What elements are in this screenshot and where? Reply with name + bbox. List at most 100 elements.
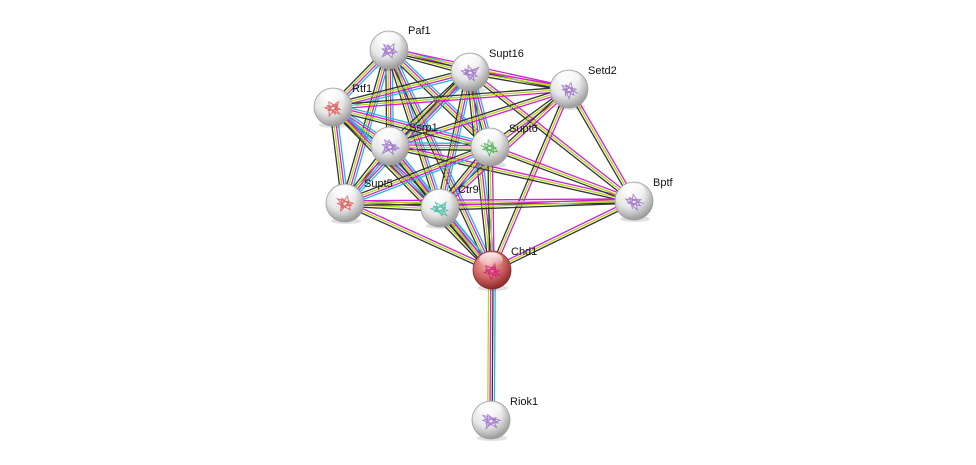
protein-structure-icon [323,100,342,118]
node-highlight [427,190,451,205]
protein-structure-icon [460,64,480,82]
node-label: Supt6 [509,123,538,135]
edge-line-coexpression [466,72,490,271]
node-rtf1[interactable]: Rtf1 [313,83,372,128]
edge-line-textmining [489,146,635,202]
node-label: Chd1 [511,246,537,258]
node-bptf[interactable]: Bptf [614,177,674,222]
edge-line-textmining [332,107,490,149]
edge-line-coexpression [492,202,636,273]
node-setd2[interactable]: Setd2 [549,65,617,110]
edge-ssrp1-bptf[interactable] [389,143,635,204]
edge-line-coexpression [343,204,492,273]
node-label: Supt16 [489,48,524,60]
node-label: Supt5 [364,178,393,190]
node-supt6[interactable]: Supt6 [470,123,538,168]
edge-line-coexpression [489,87,568,270]
node-highlight [621,183,645,198]
edge-line-database [345,149,492,207]
protein-structure-icon [624,192,644,212]
node-highlight [332,185,356,200]
edge-line-experiment [489,269,492,420]
edge-chd1-bptf[interactable] [490,198,636,273]
edge-setd2-bptf[interactable] [566,87,637,203]
edge-setd2-rtf1[interactable] [332,86,570,110]
edge-line-experiment [490,144,636,200]
node-label: Ctr9 [458,184,479,196]
edge-supt5-chd1[interactable] [343,200,494,273]
node-highlight [320,89,344,104]
edge-supt16-rtf1[interactable] [332,68,471,111]
edge-line-experiment [570,87,637,201]
edge-line-coexpression [440,202,635,211]
edge-line-database [333,74,471,111]
node-chd1[interactable]: Chd1 [472,246,537,291]
node-highlight [377,128,401,143]
edge-line-textmining [487,269,490,420]
edge-line-experiment [345,200,494,269]
protein-structure-icon [561,81,579,100]
edge-line-textmining [344,200,635,204]
edge-line-coexpression [332,86,569,106]
edge-line-textmining [332,88,570,108]
node-label: Ssrp1 [409,122,438,134]
edge-line-coexpression [566,89,633,203]
edge-line-textmining [389,145,635,202]
node-label: Paf1 [408,25,431,37]
edge-line-experiment [344,198,634,202]
node-supt5[interactable]: Supt5 [325,178,393,224]
edge-line-experiment [333,90,570,110]
node-highlight [457,54,481,69]
node-highlight [478,402,502,417]
edge-line-textmining [332,70,470,107]
node-highlight [376,32,400,47]
edge-line-experiment [390,90,570,149]
edge-line-database [334,104,495,269]
edge-supt6-supt5[interactable] [343,143,492,207]
node-ssrp1[interactable]: Ssrp1 [370,122,438,167]
edge-line-experiment [390,143,635,200]
edge-line-experiment [490,198,634,269]
edge-line-coexpression [389,86,569,145]
edges-layer [329,46,637,421]
edge-line-experiment [333,105,491,147]
edge-line-textmining [344,202,493,271]
node-label: Riok1 [510,396,538,408]
edge-supt6-bptf[interactable] [488,144,636,204]
edge-line-textmining [439,200,635,209]
node-label: Rtf1 [352,83,372,95]
node-highlight [479,252,503,267]
edge-chd1-riok1[interactable] [487,269,496,421]
edge-line-textmining [568,88,635,202]
protein-structure-icon [429,200,450,217]
edge-line-textmining [491,200,635,271]
edge-line-textmining [469,71,635,202]
edge-line-experiment [439,198,634,207]
edge-line-coexpression [341,48,387,203]
edge-ctr9-bptf[interactable] [439,198,635,211]
node-ctr9[interactable]: Ctr9 [420,184,479,229]
protein-structure-icon [480,138,499,158]
node-supt16[interactable]: Supt16 [450,48,524,93]
node-label: Bptf [653,177,674,189]
node-riok1[interactable]: Riok1 [471,396,538,441]
protein-structure-icon [481,413,502,430]
edge-setd2-ssrp1[interactable] [389,86,570,149]
edge-line-database [442,72,474,209]
edge-line-textmining [389,88,570,147]
edge-line-textmining [344,145,490,203]
edge-line-database [347,50,393,205]
edge-line-coexpression [343,143,490,201]
protein-structure-icon [482,262,503,281]
node-label: Setd2 [588,65,617,77]
node-highlight [556,71,580,86]
edge-line-coexpression [488,148,634,204]
edge-line-experiment [345,147,491,205]
edge-line-database [493,270,496,421]
edge-line-database [333,103,491,145]
edge-line-coexpression [491,270,494,421]
node-paf1[interactable]: Paf1 [369,25,431,71]
edge-line-coexpression [330,108,491,273]
